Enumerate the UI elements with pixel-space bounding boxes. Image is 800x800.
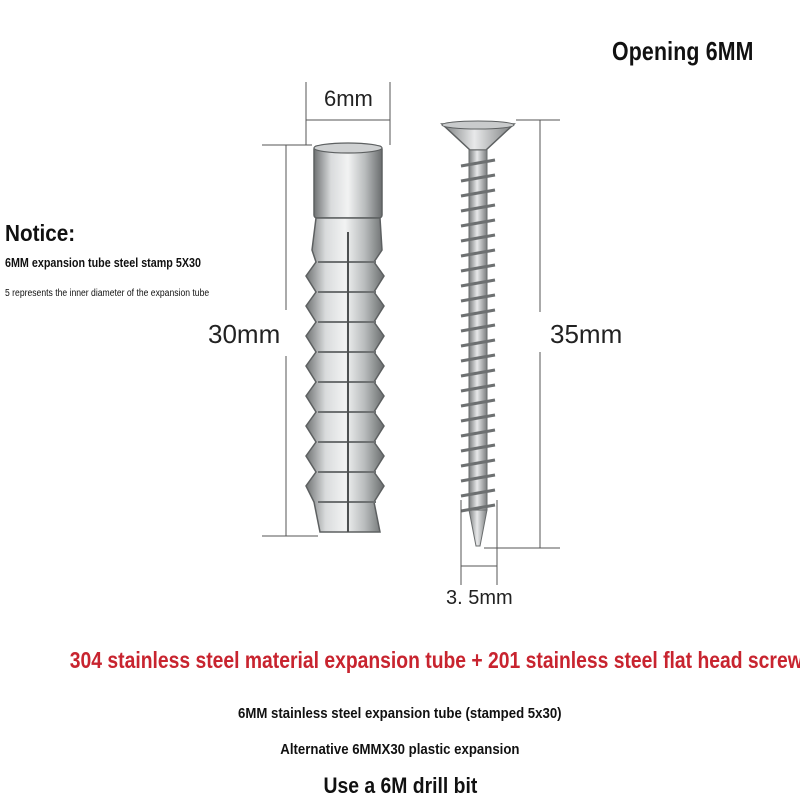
screw-thread: [460, 248, 496, 258]
detail-line-2: Alternative 6MMX30 plastic expansion: [0, 741, 800, 758]
screw-thread: [460, 428, 496, 438]
screw-diameter-label: 3. 5mm: [446, 587, 513, 609]
screw-length-label: 35mm: [550, 319, 622, 349]
screw-thread: [460, 263, 496, 273]
screw-thread: [460, 383, 496, 393]
notice-line-2: 5 represents the inner diameter of the e…: [5, 288, 210, 299]
screw-thread: [460, 188, 496, 198]
detail-line-3-text: Use a 6M drill bit: [323, 773, 477, 798]
screw-thread: [460, 338, 496, 348]
screw-thread: [460, 308, 496, 318]
material-headline-text: 304 stainless steel material expansion t…: [69, 647, 800, 673]
screw-thread: [460, 353, 496, 363]
detail-line-1: 6MM stainless steel expansion tube (stam…: [0, 705, 800, 722]
detail-line-1-text: 6MM stainless steel expansion tube (stam…: [238, 705, 562, 722]
screw-thread: [460, 293, 496, 303]
tube-width-label: 6mm: [324, 86, 373, 111]
screw-thread: [460, 218, 496, 228]
dimension-lines: [262, 82, 560, 585]
detail-line-2-text: Alternative 6MMX30 plastic expansion: [280, 741, 520, 758]
screw-thread: [460, 488, 496, 498]
tube-length-label: 30mm: [208, 319, 280, 349]
expansion-tube: [305, 142, 385, 533]
screw-thread: [460, 158, 496, 168]
screw-thread: [460, 203, 496, 213]
notice-heading: Notice:: [5, 220, 76, 246]
screw-thread: [460, 503, 496, 513]
screw-thread: [460, 458, 496, 468]
detail-line-3: Use a 6M drill bit: [0, 773, 800, 799]
flat-head-screw: [440, 120, 516, 547]
screw-thread: [460, 398, 496, 408]
screw-thread: [460, 323, 496, 333]
material-headline: 304 stainless steel material expansion t…: [0, 647, 800, 674]
screw-thread: [460, 443, 496, 453]
screw-thread: [460, 278, 496, 288]
screw-thread: [460, 413, 496, 423]
screw-thread: [460, 473, 496, 483]
screw-thread: [460, 368, 496, 378]
screw-thread: [460, 233, 496, 243]
screw-thread: [460, 173, 496, 183]
notice-line-1: 6MM expansion tube steel stamp 5X30: [5, 256, 201, 270]
page-title: Opening 6MM: [612, 36, 754, 66]
